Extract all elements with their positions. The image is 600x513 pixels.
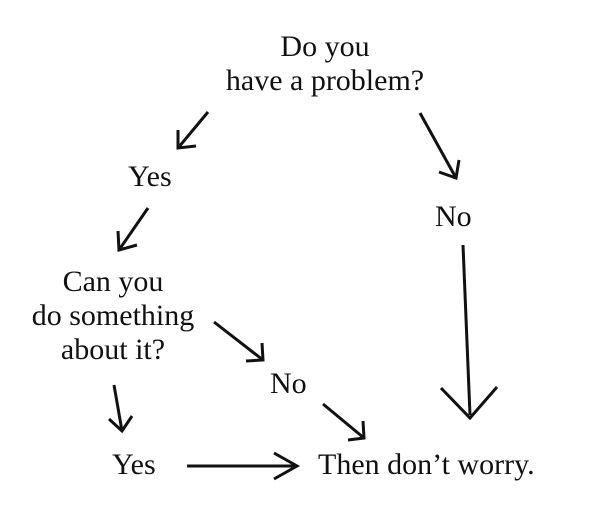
- question-do-you-have-a-problem: Do you have a problem?: [200, 30, 450, 98]
- arrow-can-you-to-no: [213, 320, 265, 363]
- arrow-problem-to-no: [418, 112, 461, 181]
- arrow-no2-to-outcome: [322, 402, 366, 442]
- question-2-line-2: do something: [31, 299, 195, 332]
- answer-yes-1: Yes: [128, 160, 172, 193]
- answer-no-1: No: [435, 200, 472, 233]
- arrow-no-to-outcome: [439, 244, 499, 421]
- arrow-yes2-to-outcome: [187, 451, 301, 481]
- question-2-line-3: about it?: [60, 333, 166, 366]
- answer-no-2: No: [270, 367, 307, 400]
- question-1-line-1: Do you: [280, 30, 370, 63]
- answer-yes-2: Yes: [112, 448, 156, 481]
- question-2-line-1: Can you: [62, 265, 164, 298]
- arrow-yes-to-can-you: [116, 207, 150, 252]
- question-can-you-do-something: Can you do something about it?: [8, 265, 218, 367]
- arrow-can-you-to-yes: [107, 384, 134, 434]
- outcome-then-dont-worry: Then don’t worry.: [318, 448, 535, 481]
- question-1-line-2: have a problem?: [225, 64, 425, 97]
- arrow-problem-to-yes: [176, 111, 210, 150]
